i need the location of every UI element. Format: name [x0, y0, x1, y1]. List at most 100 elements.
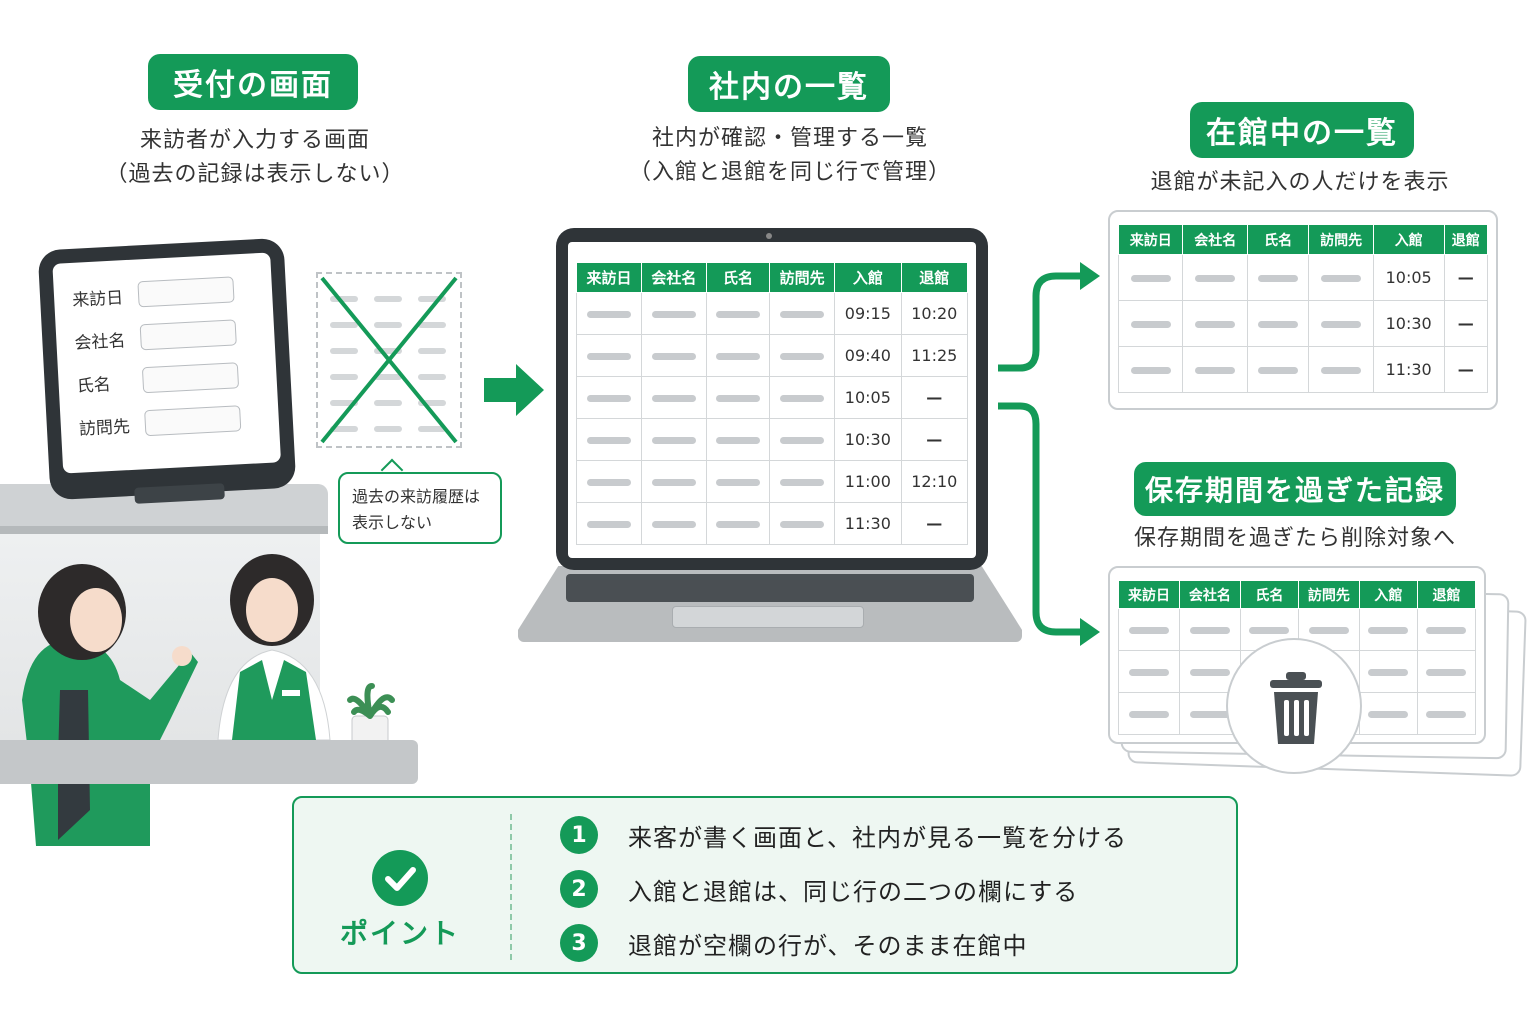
exit-time: — — [900, 418, 969, 461]
point-number: 3 — [560, 924, 598, 962]
column-header: 訪問先 — [769, 262, 836, 293]
laptop-keyboard — [566, 574, 974, 602]
placeholder-bar — [651, 479, 696, 486]
column-header: 来訪日 — [576, 262, 642, 293]
column-header: 入館 — [1372, 224, 1445, 255]
placeholder-cell — [1308, 300, 1374, 347]
placeholder-cell — [769, 418, 836, 461]
placeholder-bar — [1321, 367, 1362, 374]
placeholder-cell — [576, 292, 642, 335]
placeholder-cell — [1416, 650, 1477, 693]
placeholder-cell — [1416, 692, 1477, 735]
placeholder-bar — [586, 395, 631, 402]
exit-time: — — [900, 502, 969, 545]
points-label: ポイント — [339, 917, 460, 950]
placeholder-bar — [716, 353, 760, 360]
placeholder-cell — [640, 376, 707, 419]
placeholder-bar — [716, 395, 760, 402]
column-header: 退館 — [900, 262, 969, 293]
point-number: 2 — [560, 870, 598, 908]
placeholder-bar — [1249, 626, 1290, 634]
placeholder-cell — [1182, 300, 1248, 347]
points-divider — [510, 814, 512, 960]
column-header: 訪問先 — [1297, 580, 1360, 609]
placeholder-cell — [1358, 650, 1418, 693]
placeholder-cell — [1117, 254, 1184, 301]
placeholder-bar — [586, 521, 631, 528]
placeholder-cell — [705, 292, 771, 335]
placeholder-cell — [1118, 692, 1180, 735]
placeholder-bar — [1195, 275, 1236, 282]
form-input[interactable] — [144, 405, 242, 437]
placeholder-bar — [780, 353, 825, 360]
placeholder-bar — [716, 479, 760, 486]
point-number: 1 — [560, 816, 598, 854]
placeholder-bar — [1426, 710, 1467, 718]
placeholder-bar — [780, 311, 825, 318]
placeholder-bar — [780, 395, 825, 402]
placeholder-cell — [576, 376, 642, 419]
form-input[interactable] — [139, 319, 237, 351]
form-input[interactable] — [137, 276, 235, 308]
placeholder-cell — [1358, 692, 1418, 735]
placeholder-cell — [769, 502, 836, 545]
form-row: 訪問先 — [78, 405, 242, 439]
placeholder-bar — [1321, 275, 1362, 282]
exit-time: 11:25 — [900, 334, 969, 377]
placeholder-bar — [1128, 710, 1169, 718]
points-box — [292, 796, 1238, 974]
column-header: 会社名 — [640, 262, 707, 293]
placeholder-cell — [705, 334, 771, 377]
placeholder-bar — [780, 479, 825, 486]
placeholder-cell — [640, 502, 707, 545]
placeholder-bar — [651, 521, 696, 528]
placeholder-bar — [586, 479, 631, 486]
column-header: 入館 — [834, 262, 902, 293]
placeholder-bar — [651, 437, 696, 444]
placeholder-bar — [651, 395, 696, 402]
column-header: 氏名 — [705, 262, 771, 293]
placeholder-bar — [1130, 321, 1171, 328]
reception-tablet: 来訪日会社名氏名訪問先 — [37, 237, 297, 504]
placeholder-cell — [769, 292, 836, 335]
exit-time: — — [1443, 346, 1488, 393]
placeholder-bar — [716, 437, 760, 444]
history-note-bubble: 過去の来訪履歴は 表示しない — [338, 472, 502, 544]
placeholder-cell — [705, 418, 771, 461]
form-input[interactable] — [141, 362, 240, 394]
form-row: 氏名 — [76, 362, 240, 396]
column-header: 会社名 — [1182, 224, 1248, 255]
entry-time: 11:00 — [834, 460, 902, 503]
placeholder-bar — [1321, 321, 1362, 328]
hidden-history-table — [316, 272, 462, 448]
placeholder-bar — [780, 521, 825, 528]
placeholder-cell — [1246, 300, 1310, 347]
placeholder-bar — [1258, 275, 1299, 282]
placeholder-cell — [1246, 254, 1310, 301]
placeholder-bar — [586, 437, 631, 444]
reception-subtitle: 来訪者が入力する画面 （過去の記録は表示しない） — [105, 128, 405, 187]
entry-time: 10:30 — [834, 418, 902, 461]
entry-time: 10:30 — [1372, 300, 1445, 347]
point-text: 来客が書く画面と、社内が見る一覧を分ける — [628, 823, 1128, 852]
placeholder-cell — [1358, 608, 1418, 651]
placeholder-bar — [1426, 668, 1467, 676]
placeholder-cell — [1246, 346, 1310, 393]
placeholder-cell — [705, 460, 771, 503]
column-header: 入館 — [1358, 580, 1418, 609]
reception-desk — [0, 740, 418, 784]
exit-time: — — [1443, 254, 1488, 301]
trash-icon — [1270, 672, 1322, 744]
table-header-row: 来訪日会社名氏名訪問先入館退館 — [1117, 224, 1488, 255]
placeholder-cell — [576, 460, 642, 503]
column-header: 来訪日 — [1117, 224, 1184, 255]
placeholder-bar — [1308, 626, 1349, 634]
placeholder-bar — [1195, 367, 1236, 374]
